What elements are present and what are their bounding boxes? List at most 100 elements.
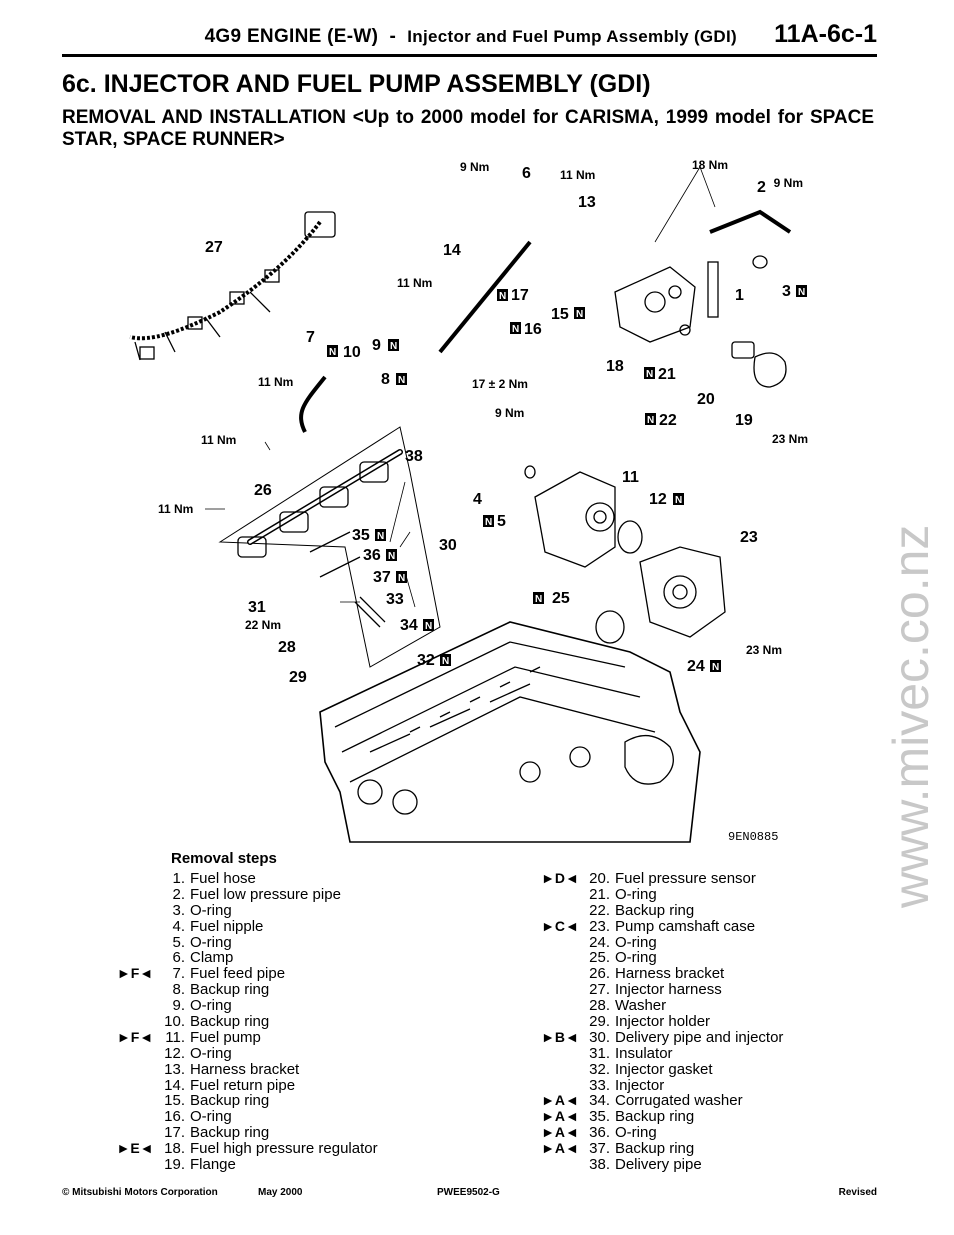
- step-number: 14.: [164, 1076, 185, 1094]
- svg-text:N: N: [535, 594, 542, 605]
- page-subtitle: REMOVAL AND INSTALLATION <Up to 2000 mod…: [62, 107, 874, 150]
- removal-step: 4.Fuel nipple: [110, 918, 440, 935]
- new-part-mark: N: [574, 307, 585, 320]
- callout-23: 23: [740, 529, 758, 546]
- torque-label: 11 Nm: [158, 502, 193, 516]
- removal-step: 16.O-ring: [110, 1109, 440, 1125]
- callout-26: 26: [254, 482, 272, 499]
- new-part-mark: N: [673, 493, 684, 506]
- step-number: 24.: [589, 933, 610, 951]
- step-number: 36.: [589, 1124, 610, 1142]
- callout-33: 33: [386, 591, 404, 608]
- step-number: 22.: [589, 901, 610, 919]
- new-part-mark: N: [388, 339, 399, 352]
- watermark-text: www.mivec.co.nz: [886, 525, 939, 909]
- removal-step: 15.Backup ring: [110, 1093, 440, 1109]
- step-label: Harness bracket: [190, 1060, 300, 1078]
- procedure-mark: [535, 950, 585, 966]
- step-label: Flange: [190, 1156, 236, 1174]
- procedure-mark: [535, 982, 585, 998]
- step-label: Backup ring: [190, 1013, 270, 1031]
- step-label: Injector holder: [615, 1013, 711, 1031]
- procedure-mark: ►B◄: [541, 1028, 579, 1045]
- procedure-mark: [110, 1109, 160, 1125]
- svg-text:N: N: [377, 531, 384, 542]
- callout-28: 28: [278, 639, 296, 656]
- svg-text:N: N: [390, 341, 397, 352]
- header-title: 4G9 ENGINE (E-W) - Injector and Fuel Pum…: [205, 26, 737, 48]
- removal-step: 1.Fuel hose: [110, 871, 440, 887]
- step-number: 2.: [172, 885, 185, 903]
- removal-step: ►A◄37.Backup ring: [535, 1140, 875, 1158]
- step-number: 26.: [589, 965, 610, 983]
- procedure-mark: [535, 1046, 585, 1062]
- step-label: Washer: [615, 997, 667, 1015]
- step-label: O-ring: [615, 949, 657, 967]
- procedure-mark: [535, 966, 585, 982]
- svg-text:N: N: [512, 324, 519, 335]
- procedure-mark: [110, 998, 160, 1014]
- procedure-mark: ►A◄: [541, 1140, 579, 1157]
- svg-text:N: N: [388, 551, 395, 562]
- svg-text:N: N: [398, 375, 405, 386]
- step-label: O-ring: [190, 997, 232, 1015]
- step-label: Backup ring: [190, 1092, 270, 1110]
- footer-copyright: © Mitsubishi Motors Corporation: [62, 1187, 218, 1198]
- new-part-mark: N: [440, 654, 451, 667]
- step-number: 33.: [589, 1076, 610, 1094]
- removal-step: 8.Backup ring: [110, 982, 440, 998]
- removal-step: 29.Injector holder: [535, 1014, 875, 1030]
- removal-step: 26.Harness bracket: [535, 966, 875, 982]
- removal-step: 31.Insulator: [535, 1045, 875, 1062]
- step-label: Fuel pressure sensor: [615, 870, 756, 887]
- procedure-mark: ►F◄: [116, 965, 154, 982]
- callout-9: 9: [372, 337, 381, 354]
- step-number: 28.: [589, 997, 610, 1015]
- fuel-low-pressure-pipe: [709, 209, 792, 234]
- new-part-mark: N: [386, 549, 397, 562]
- removal-step: 13.Harness bracket: [110, 1060, 440, 1078]
- removal-step: ►C◄23.Pump camshaft case: [535, 918, 875, 935]
- step-label: Backup ring: [615, 1140, 695, 1158]
- step-number: 12.: [164, 1044, 185, 1062]
- procedure-mark: ►A◄: [541, 1092, 579, 1109]
- fuel-pump: [534, 471, 643, 568]
- step-number: 6.: [172, 949, 185, 967]
- procedure-mark: [110, 919, 160, 935]
- removal-step: 25.O-ring: [535, 950, 875, 966]
- step-label: Injector: [615, 1076, 665, 1094]
- procedure-mark: [535, 887, 585, 903]
- removal-step: ►D◄20.Fuel pressure sensor: [535, 870, 875, 887]
- header-separator: -: [389, 26, 397, 47]
- step-number: 7.: [172, 965, 185, 983]
- callout-38: 38: [405, 448, 423, 465]
- exploded-diagram: 9 Nm 11 Nm 18 Nm 9 Nm 11 Nm 11 Nm 17 ± 2…: [129, 158, 808, 844]
- new-part-mark: N: [423, 619, 434, 632]
- callout-22: 22: [659, 412, 677, 429]
- torque-label: 17 ± 2 Nm: [472, 377, 528, 391]
- step-number: 30.: [589, 1028, 610, 1046]
- svg-text:N: N: [499, 291, 506, 302]
- step-label: Backup ring: [190, 1124, 270, 1142]
- callout-19: 19: [735, 412, 753, 429]
- callout-6: 6: [522, 165, 531, 182]
- footer-date: May 2000: [258, 1187, 303, 1198]
- svg-text:N: N: [442, 656, 449, 667]
- step-label: O-ring: [190, 933, 232, 951]
- torque-label: 23 Nm: [772, 432, 808, 446]
- step-number: 27.: [589, 981, 610, 999]
- procedure-mark: [535, 1157, 585, 1173]
- step-label: Backup ring: [190, 981, 270, 999]
- procedure-mark: [535, 998, 585, 1014]
- new-part-mark: N: [796, 285, 807, 298]
- procedure-mark: [110, 1046, 160, 1062]
- procedure-mark: [110, 1014, 160, 1030]
- callout-30: 30: [439, 537, 457, 554]
- callout-16: 16: [524, 321, 542, 338]
- step-number: 11.: [165, 1028, 185, 1046]
- procedure-mark: [110, 1125, 160, 1141]
- callout-32: 32: [417, 652, 435, 669]
- page-header: 4G9 ENGINE (E-W) - Injector and Fuel Pum…: [62, 20, 877, 57]
- svg-text:N: N: [712, 662, 719, 673]
- torque-label: 9 Nm: [495, 406, 524, 420]
